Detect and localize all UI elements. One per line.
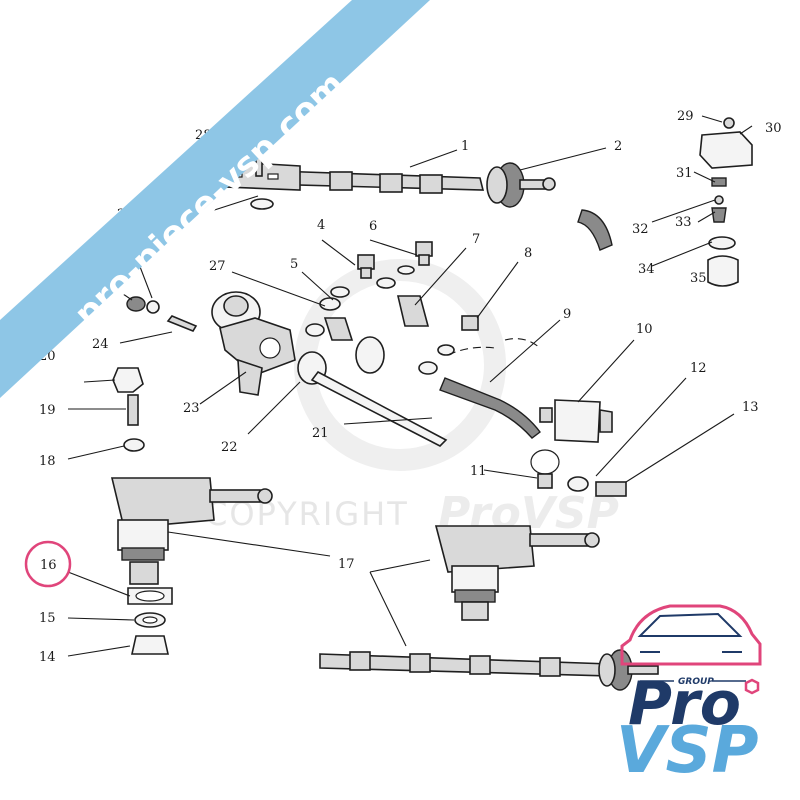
part-label-4: 4 (317, 218, 325, 233)
part-label-34: 34 (638, 262, 655, 277)
feed-pump (126, 291, 327, 396)
clamp-and-unions (530, 449, 627, 497)
highlight-circle-part-16 (24, 540, 72, 588)
part-label-29: 29 (677, 109, 694, 124)
left-studs (112, 367, 145, 452)
part-label-33: 33 (675, 215, 692, 230)
part-label-23: 23 (183, 401, 200, 416)
hex-nut-icon (744, 678, 760, 695)
provsp-logo: GROUP Pro VSP (616, 604, 762, 788)
part-numbers: 1 2 5 6 7 8 9 10 11 12 13 14 15 16 17 18… (39, 109, 782, 665)
part-label-27: 27 (209, 259, 226, 274)
part-label-2: 2 (614, 139, 622, 154)
part-label-16: 16 (40, 558, 57, 573)
part-label-22: 22 (221, 440, 238, 455)
banjo-fittings (305, 241, 479, 375)
part-label-35: 35 (690, 271, 707, 286)
injection-pump-left (110, 477, 273, 585)
part-label-1: 1 (461, 139, 469, 154)
part-label-5: 5 (290, 257, 298, 272)
part-label-10: 10 (636, 322, 653, 337)
control-rod-bottom (319, 649, 659, 691)
part-label-8: 8 (524, 246, 532, 261)
part-label-31: 31 (676, 166, 693, 181)
rubber-seal (577, 209, 613, 251)
fuel-hose-dashed (447, 346, 496, 356)
bottom-washers (127, 587, 173, 655)
part-label-14: 14 (39, 650, 56, 665)
fuel-hose (439, 377, 541, 439)
part-label-24: 24 (92, 337, 109, 352)
banner-text: pro-piece-vsp.com (67, 64, 353, 334)
logo-vsp-text: VSP (616, 714, 759, 788)
leader-lines (67, 115, 753, 657)
part-label-9: 9 (563, 307, 571, 322)
part-label-12: 12 (690, 361, 707, 376)
part-label-19: 19 (39, 403, 56, 418)
part-label-18: 18 (39, 454, 56, 469)
part-label-13: 13 (742, 400, 759, 415)
part-label-17: 17 (338, 557, 355, 572)
part-label-15: 15 (39, 611, 56, 626)
logo-group-text: GROUP (678, 677, 714, 687)
part-label-6: 6 (369, 219, 377, 234)
part-label-7: 7 (472, 232, 480, 247)
part-label-30: 30 (765, 121, 782, 136)
injection-pump-right (434, 525, 600, 621)
part-label-11: 11 (470, 464, 487, 479)
part-label-21: 21 (312, 426, 329, 441)
push-rod (310, 370, 448, 447)
part-label-32: 32 (632, 222, 649, 237)
fuel-filter (539, 399, 613, 443)
logo-pro-text: Pro (628, 669, 741, 739)
regulator-assembly (699, 117, 753, 287)
car-outline-icon (620, 604, 762, 666)
